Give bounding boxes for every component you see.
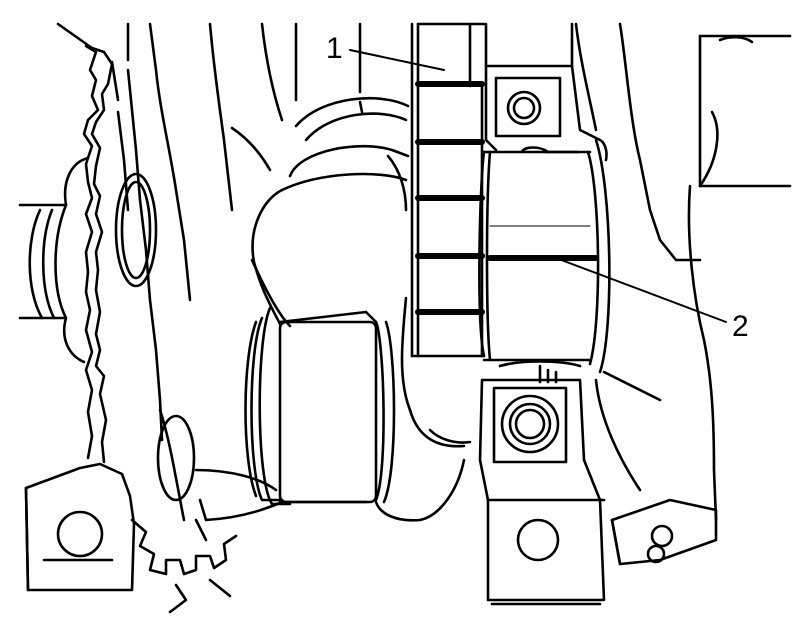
leader-line-1 bbox=[349, 49, 445, 71]
right-journal bbox=[478, 138, 611, 374]
upper-bearing-cap bbox=[484, 22, 602, 152]
lower-bearing-cap bbox=[478, 360, 606, 606]
callout-label-1: 1 bbox=[326, 32, 343, 65]
left-block-outline bbox=[18, 22, 238, 614]
crank-web-outline bbox=[148, 22, 472, 522]
leader-line-2 bbox=[555, 257, 727, 323]
plastigage-strip bbox=[410, 22, 486, 358]
callout-leaders bbox=[349, 49, 727, 323]
callout-label-2: 2 bbox=[732, 310, 749, 343]
right-block-outline bbox=[594, 22, 792, 566]
